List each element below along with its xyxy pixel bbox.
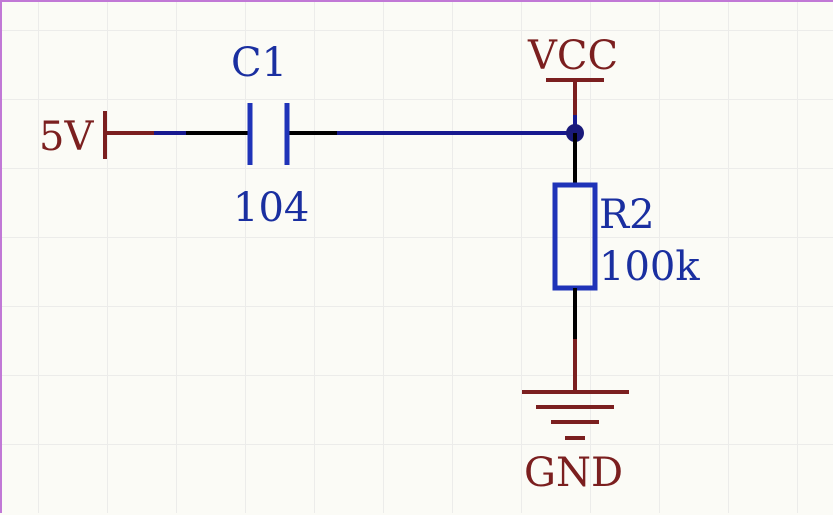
power-label-5v: 5V xyxy=(39,114,94,160)
power-label-vcc: VCC xyxy=(527,33,618,79)
power-port-vcc[interactable] xyxy=(546,78,604,115)
resistor-designator: R2 xyxy=(599,192,655,238)
power-label-gnd: GND xyxy=(524,450,623,496)
resistor-value: 100k xyxy=(599,244,700,290)
capacitor-c1[interactable] xyxy=(247,103,290,165)
capacitor-designator: C1 xyxy=(231,40,287,86)
power-port-gnd[interactable] xyxy=(522,339,629,440)
resistor-r2[interactable] xyxy=(552,182,598,291)
capacitor-value: 104 xyxy=(233,185,309,231)
power-port-5v[interactable] xyxy=(103,111,154,159)
